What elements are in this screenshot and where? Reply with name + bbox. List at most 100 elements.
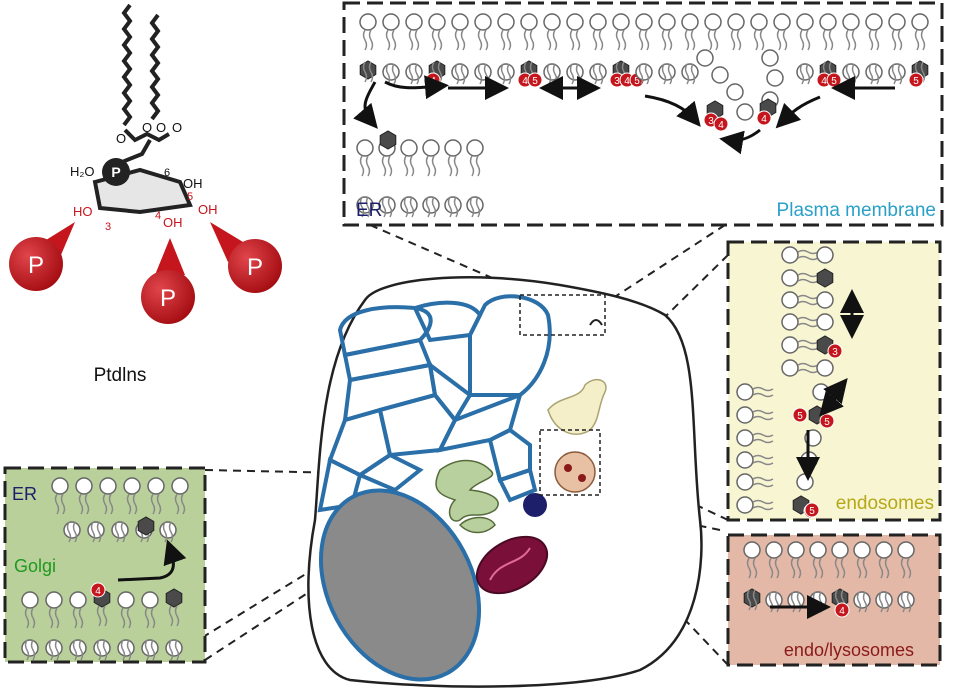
lipid-head <box>400 196 418 214</box>
svg-text:5: 5 <box>809 506 815 517</box>
svg-text:3: 3 <box>832 347 838 358</box>
phosphoinositide-head <box>165 588 183 608</box>
lipid-head <box>816 291 834 309</box>
svg-text:O: O <box>142 120 152 135</box>
lipid-head <box>816 359 834 377</box>
lipid-head <box>781 291 799 309</box>
lipid-head <box>75 477 93 495</box>
svg-text:OH: OH <box>183 176 203 191</box>
svg-text:5: 5 <box>187 191 193 203</box>
svg-text:OH: OH <box>198 202 218 217</box>
phosphate-label: P <box>111 164 120 180</box>
svg-text:OH: OH <box>163 215 183 230</box>
lipid-head <box>21 639 39 657</box>
phosphate-position-badge: 5 <box>527 72 543 88</box>
ptdins-molecule: O O O O P H₂O 6 OH 5 OH 4 OH HO 3 P P P <box>9 3 282 386</box>
lipid-head <box>812 383 830 401</box>
lipid-head <box>681 63 699 81</box>
lipid-head <box>743 541 761 559</box>
lipid-head <box>444 139 462 157</box>
lipid-head <box>875 591 893 609</box>
lipid-head <box>422 139 440 157</box>
phosphate-position-badge: 5 <box>792 407 808 423</box>
lipid-head <box>382 63 400 81</box>
phosphate-position-badge: 3 <box>827 343 843 359</box>
lipid-head <box>474 63 492 81</box>
lipid-head <box>566 63 584 81</box>
svg-text:5: 5 <box>831 76 837 87</box>
lipid-head <box>766 69 784 87</box>
lipid-head <box>451 13 469 31</box>
mitochondrion <box>475 535 549 595</box>
svg-text:3: 3 <box>614 76 620 87</box>
golgi-panel: 4 ER Golgi <box>3 466 207 664</box>
phosphate-position-badge: 5 <box>826 72 842 88</box>
lipid-head <box>474 13 492 31</box>
lipid-head <box>45 639 63 657</box>
svg-text:5: 5 <box>824 417 830 428</box>
svg-text:4: 4 <box>155 210 161 222</box>
lipid-head <box>141 639 159 657</box>
phosphate-position-badge: 4 <box>713 116 729 132</box>
lipid-head <box>765 541 783 559</box>
lipid-head <box>781 269 799 287</box>
lipid-head <box>658 63 676 81</box>
svg-text:5: 5 <box>913 76 919 87</box>
svg-text:4: 4 <box>624 76 630 87</box>
lipid-head <box>422 196 440 214</box>
lipid-head <box>727 13 745 31</box>
lipid-head <box>99 477 117 495</box>
lipid-head <box>781 359 799 377</box>
lipid-head <box>819 13 837 31</box>
lipid-head <box>711 66 729 84</box>
lipid-head <box>897 591 915 609</box>
lipid-head <box>117 591 135 609</box>
lipid-head <box>566 13 584 31</box>
lipid-head <box>736 473 754 491</box>
golgi-title: Golgi <box>14 556 56 576</box>
lipid-head <box>589 13 607 31</box>
lipid-head <box>865 63 883 81</box>
lipid-head <box>726 83 744 101</box>
lipid-head <box>356 139 374 157</box>
svg-text:P: P <box>28 252 44 279</box>
phosphoinositide-head <box>359 60 377 80</box>
lipid-head <box>165 639 183 657</box>
lipid-head <box>466 196 484 214</box>
lipid-head <box>543 13 561 31</box>
phosphoinositide-head <box>137 516 155 536</box>
er-network <box>317 294 552 513</box>
lipid-head <box>736 383 754 401</box>
lipid-head <box>897 541 915 559</box>
svg-text:5: 5 <box>634 76 640 87</box>
lipid-head <box>831 541 849 559</box>
lipid-head <box>736 496 754 514</box>
lipid-head <box>773 13 791 31</box>
kinase-arrow-5: P <box>210 222 282 293</box>
lipid-head <box>543 63 561 81</box>
endosome <box>547 378 607 435</box>
svg-text:4: 4 <box>522 76 528 87</box>
kinase-arrow-3: P <box>9 222 75 291</box>
lipid-head <box>750 13 768 31</box>
lipid-head <box>736 429 754 447</box>
lipid-head <box>787 541 805 559</box>
lipid-head <box>141 591 159 609</box>
phosphoinositide-head <box>379 130 397 150</box>
svg-text:P: P <box>160 285 176 312</box>
lipid-head <box>681 13 699 31</box>
lipid-head <box>842 63 860 81</box>
lipid-head <box>781 313 799 331</box>
phosphate-position-badge: 4 <box>834 602 850 618</box>
phosphoinositide-head <box>743 588 761 608</box>
lipid-head <box>63 521 81 539</box>
lipid-head <box>93 639 111 657</box>
fatty-acid-chain-2 <box>149 13 161 121</box>
lipid-head <box>796 63 814 81</box>
svg-text:6: 6 <box>164 167 170 179</box>
svg-text:5: 5 <box>797 411 803 422</box>
lipid-head <box>466 139 484 157</box>
phosphoinositide-head <box>816 268 834 288</box>
